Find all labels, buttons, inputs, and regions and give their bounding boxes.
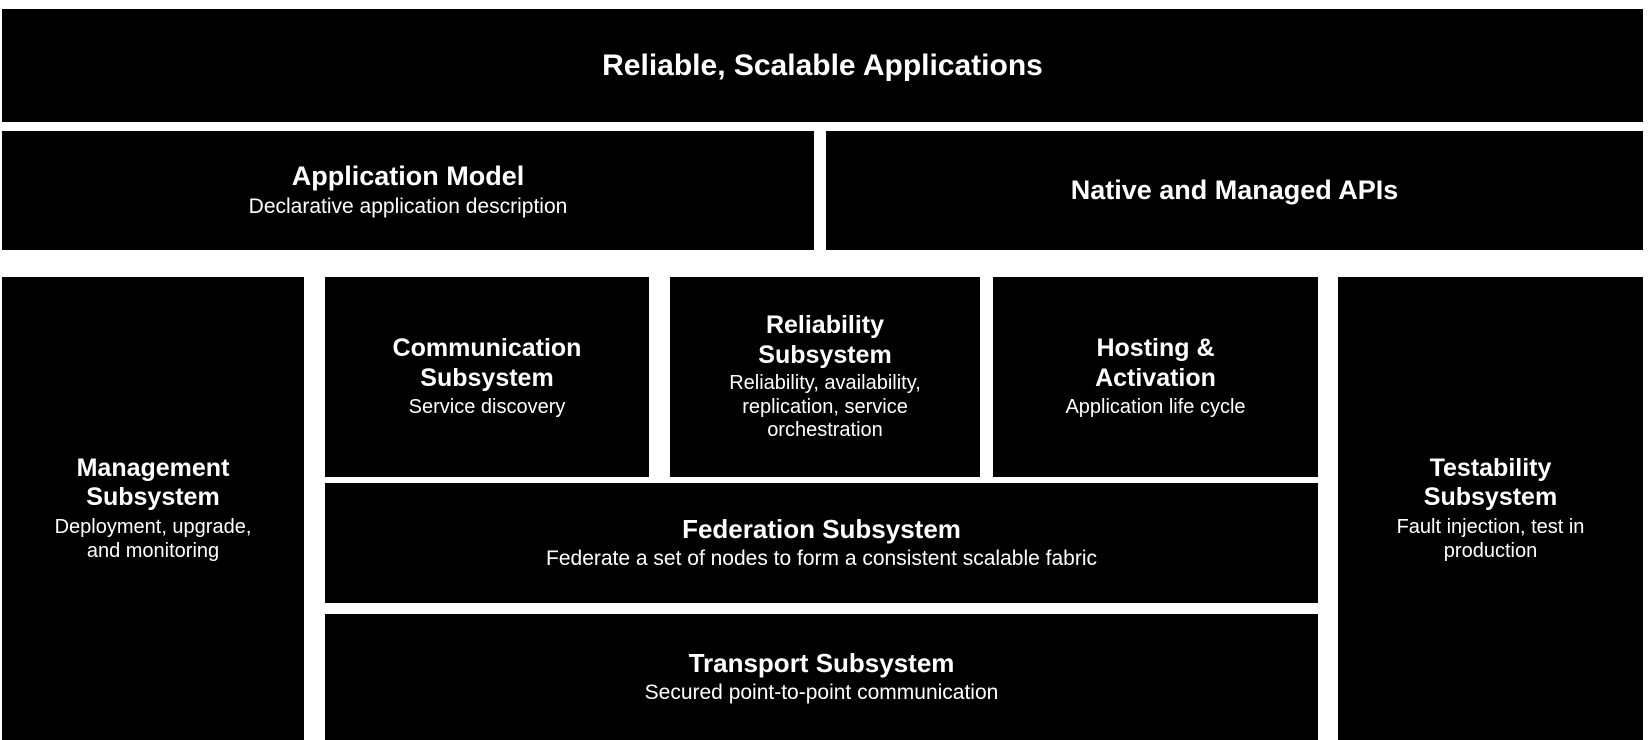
box-management-subsystem: Management Subsystem Deployment, upgrade… [2, 277, 304, 740]
box-native-and-managed-apis: Native and Managed APIs [826, 131, 1643, 250]
box-title: Management Subsystem [76, 453, 230, 512]
box-subtitle: Application life cycle [1065, 396, 1246, 419]
box-title: Application Model [291, 161, 525, 192]
box-title: Native and Managed APIs [1070, 174, 1399, 205]
box-reliable-scalable-applications: Reliable, Scalable Applications [2, 9, 1643, 122]
box-subtitle: Declarative application description [248, 195, 568, 219]
box-title: Reliable, Scalable Applications [602, 48, 1043, 82]
box-federation-subsystem: Federation Subsystem Federate a set of n… [325, 483, 1318, 603]
box-subtitle: Federate a set of nodes to form a consis… [546, 546, 1097, 570]
box-subtitle: Reliability, availability, replication, … [729, 372, 921, 442]
box-subtitle: Secured point-to-point communication [644, 680, 999, 704]
box-subtitle: Fault injection, test in production [1396, 515, 1585, 562]
box-title: Transport Subsystem [688, 648, 955, 679]
box-testability-subsystem: Testability Subsystem Fault injection, t… [1338, 277, 1643, 740]
box-subtitle: Service discovery [408, 396, 566, 419]
box-communication-subsystem: Communication Subsystem Service discover… [325, 277, 649, 477]
box-subtitle: Deployment, upgrade, and monitoring [54, 515, 252, 562]
box-title: Reliability Subsystem [758, 311, 892, 369]
box-title: Testability Subsystem [1423, 453, 1558, 512]
box-transport-subsystem: Transport Subsystem Secured point-to-poi… [325, 614, 1318, 740]
box-title: Hosting & Activation [1095, 334, 1216, 392]
box-application-model: Application Model Declarative applicatio… [2, 131, 814, 250]
box-reliability-subsystem: Reliability Subsystem Reliability, avail… [670, 277, 980, 477]
box-title: Federation Subsystem [682, 514, 961, 545]
box-hosting-and-activation: Hosting & Activation Application life cy… [993, 277, 1318, 477]
box-title: Communication Subsystem [392, 334, 582, 392]
